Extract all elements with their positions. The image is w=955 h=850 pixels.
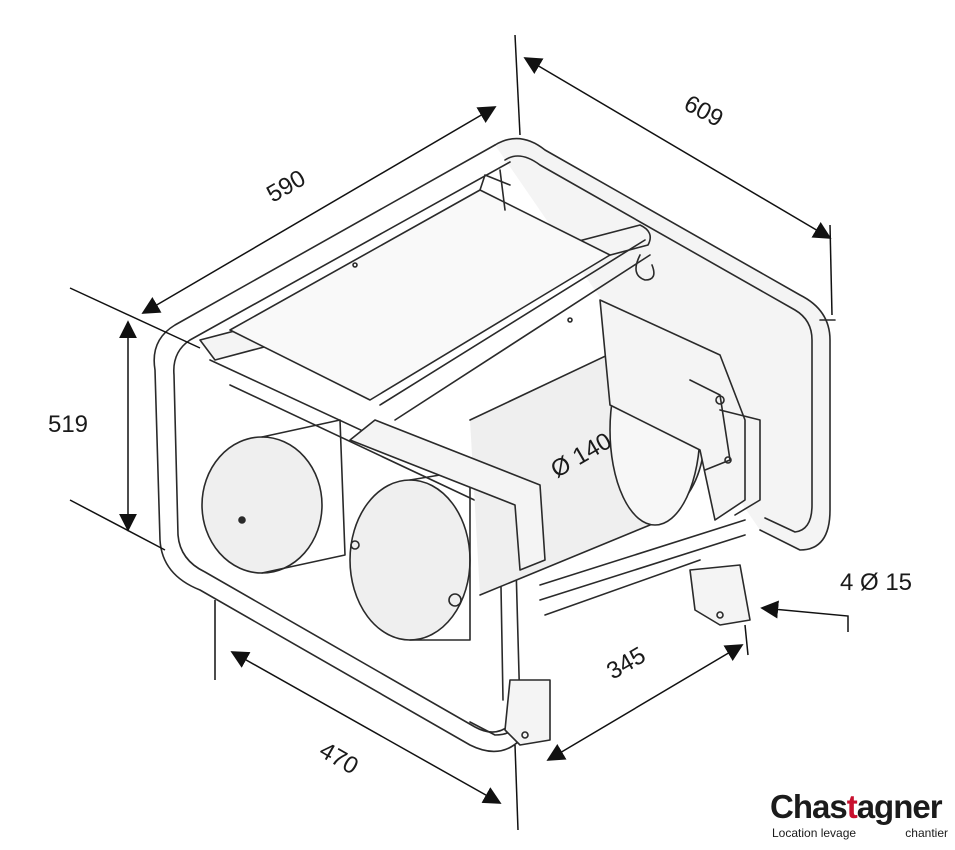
- chastagner-logo: Chastagner Location levage chantier: [770, 788, 950, 844]
- foot-right: [689, 564, 751, 626]
- dim-line-345: [546, 644, 744, 761]
- label-470: 470: [315, 737, 363, 780]
- dimension-lines: [69, 34, 849, 831]
- frame-drawing: [153, 137, 836, 753]
- drum-end-bracket: [599, 299, 746, 521]
- label-590: 590: [262, 165, 310, 208]
- dim-line-470: [230, 651, 502, 804]
- logo-tagline: Location levage chantier: [772, 826, 948, 840]
- foot-front: [504, 679, 551, 746]
- label-609: 609: [680, 90, 728, 133]
- logo-wordmark: Chastagner: [770, 788, 943, 825]
- holes-leader: [760, 600, 849, 632]
- frame-mid-rail: [379, 239, 651, 421]
- label-519: 519: [48, 411, 88, 438]
- label-345: 345: [602, 642, 650, 685]
- hook: [635, 254, 655, 281]
- gearbox-housing: [349, 479, 471, 641]
- label-holes: 4 Ø 15: [840, 569, 912, 596]
- dim-line-590: [141, 106, 497, 314]
- dim-line-609: [523, 57, 832, 239]
- motor-end-cap: [201, 436, 323, 574]
